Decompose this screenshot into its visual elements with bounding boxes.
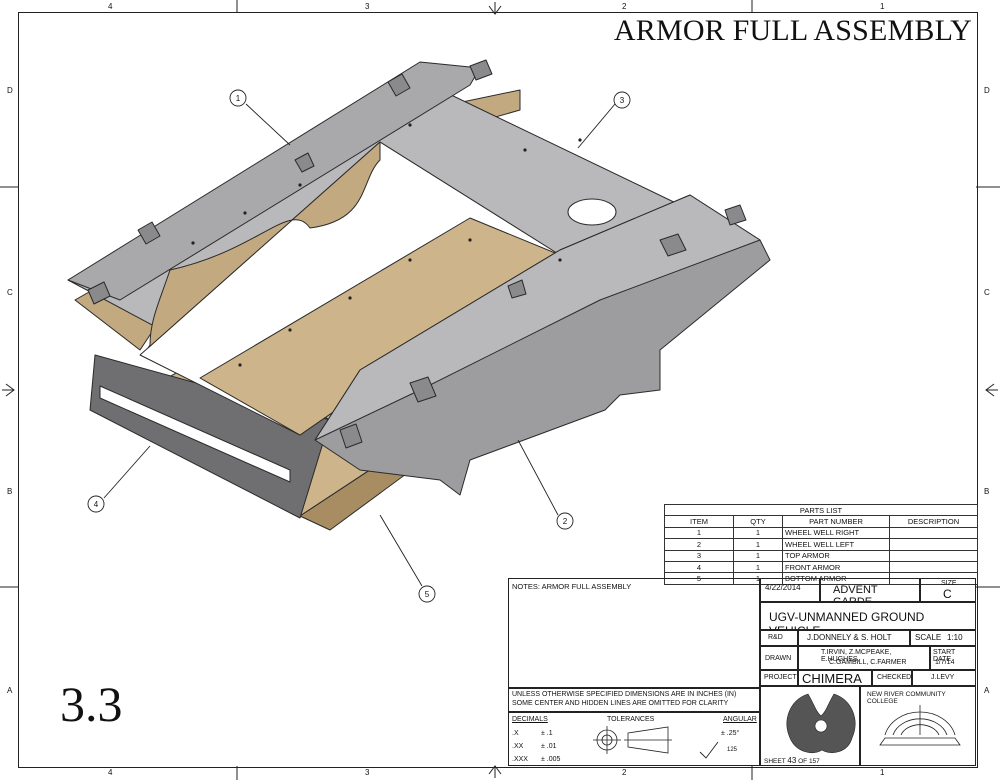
sheet-number-label: 3.3 — [60, 676, 123, 732]
balloons — [87, 89, 631, 603]
col-part-number: PART NUMBER — [782, 515, 890, 528]
checked-cell: J.LEVY — [912, 670, 976, 686]
parts-list-table: PARTS LIST ITEM QTY PART NUMBER DESCRIPT… — [664, 503, 978, 585]
balloon-4 — [87, 495, 105, 513]
drawing-title: ARMOR FULL ASSEMBLY — [613, 14, 972, 47]
notes-box: NOTES: ARMOR FULL ASSEMBLY — [508, 578, 760, 688]
notes-text: NOTES: ARMOR FULL ASSEMBLY — [512, 582, 632, 591]
projection-symbol — [593, 726, 672, 754]
top-armor-hole — [567, 198, 617, 226]
zone-col-1-bottom: 1 — [880, 768, 885, 777]
col-qty: QTY — [733, 515, 783, 528]
zone-row-b-left: B — [7, 487, 13, 496]
rivets — [191, 123, 582, 367]
sheet-count: SHEET 43 OF 157 — [764, 756, 820, 765]
zone-row-d-right: D — [984, 86, 990, 95]
checked-label-cell: CHECKED — [872, 670, 912, 686]
rd-label-cell: R&D — [760, 630, 798, 646]
balloon-2-label: 2 — [563, 517, 568, 526]
balloon-5-label: 5 — [425, 590, 430, 599]
zone-row-b-right: B — [984, 487, 990, 496]
zone-row-a-left: A — [7, 686, 13, 695]
balloon-4-label: 4 — [94, 500, 99, 509]
rd-cell: J.DONNELY & S. HOLT — [798, 630, 910, 646]
zone-col-3-top: 3 — [365, 2, 370, 11]
college-building-icon — [879, 705, 961, 746]
start-date-cell: START DATE 1/7/14 — [930, 646, 976, 670]
zone-col-2-bottom: 2 — [622, 768, 627, 777]
drawing-border — [18, 12, 978, 768]
company-cell: ADVENT GARDE — [820, 578, 920, 602]
balloon-3-label: 3 — [620, 96, 625, 105]
zone-row-c-left: C — [7, 288, 13, 297]
balloon-leaders — [103, 103, 616, 587]
phoenix-seal-icon — [786, 693, 856, 753]
zone-col-4-bottom: 4 — [108, 768, 113, 777]
mount-blocks — [87, 59, 747, 449]
zone-row-d-left: D — [7, 86, 13, 95]
logo-cell — [760, 686, 860, 766]
drawn-cell: T.IRVIN, Z.MCPEAKE, E.HUGHES, C.GAMBILL,… — [798, 646, 930, 670]
size-cell: SIZE C — [920, 578, 976, 602]
balloon-3 — [613, 91, 631, 109]
balloon-1-label: 1 — [236, 94, 241, 103]
front-armor-slot — [99, 385, 291, 483]
col-description: DESCRIPTION — [889, 515, 978, 528]
balloon-5 — [418, 585, 436, 603]
balloon-1 — [229, 89, 247, 107]
balloon-2 — [556, 512, 574, 530]
zone-row-c-right: C — [984, 288, 990, 297]
drawn-label-cell: DRAWN — [760, 646, 798, 670]
scale-cell: SCALE 1:10 — [910, 630, 976, 646]
zone-col-1-top: 1 — [880, 2, 885, 11]
college-cell: NEW RIVER COMMUNITY COLLEGE — [860, 686, 976, 766]
parts-list-caption: PARTS LIST — [664, 503, 978, 517]
armor-assembly — [67, 59, 771, 531]
col-item: ITEM — [664, 515, 734, 528]
zone-col-3-bottom: 3 — [365, 768, 370, 777]
project-label-cell: PROJECT — [760, 670, 798, 686]
zone-col-4-top: 4 — [108, 2, 113, 11]
zone-col-2-top: 2 — [622, 2, 627, 11]
project-cell: CHIMERA — [798, 670, 872, 686]
tolerance-cell: DECIMALS TOLERANCES ANGULAR .X ± .1 .XX … — [508, 712, 760, 766]
zone-row-a-right: A — [984, 686, 990, 695]
window-wheel-cut — [147, 141, 381, 349]
drawing-name-cell: UGV-UNMANNED GROUND VEHICLE — [760, 602, 976, 630]
dims-note-cell: UNLESS OTHERWISE SPECIFIED DIMENSIONS AR… — [508, 688, 760, 712]
finish-check-icon — [699, 741, 719, 759]
date-cell: 4/22/2014 — [760, 578, 820, 602]
